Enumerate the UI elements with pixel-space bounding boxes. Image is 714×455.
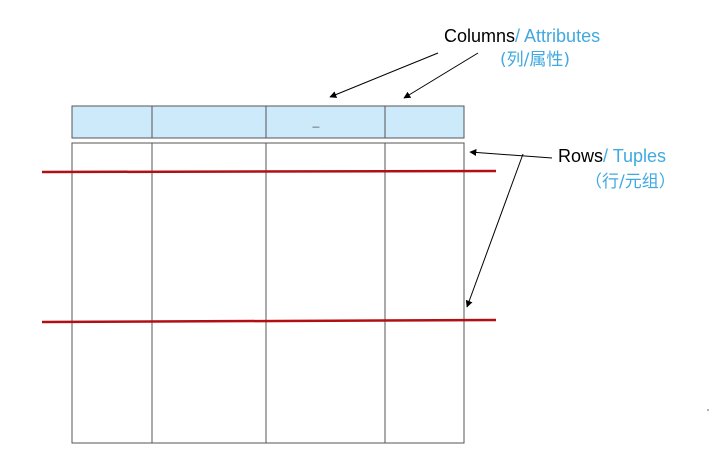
header-cell-2	[151, 105, 267, 139]
rows-label-sub: （行/元组）	[585, 172, 676, 192]
columns-arrow-2	[403, 52, 479, 99]
row-line-2	[41, 318, 497, 324]
table-body-outline	[71, 142, 465, 444]
row-line-1	[41, 169, 497, 174]
header-cell-1	[71, 105, 153, 139]
header-cell-4	[384, 105, 465, 139]
header-cell-3-text: _	[312, 114, 320, 128]
rows-label-accent: / Tuples	[603, 146, 667, 166]
rows-arrow-1	[469, 148, 553, 159]
header-cell-3	[265, 105, 386, 139]
rows-label: Rows/ Tuples	[558, 145, 666, 167]
table-body	[71, 142, 465, 444]
columns-label-sub: (列/属性)	[500, 50, 570, 70]
columns-label: Columns/ Attributes	[444, 25, 600, 47]
rows-arrow-2	[465, 153, 524, 308]
columns-label-accent: / Attributes	[515, 26, 601, 46]
columns-arrow-1	[329, 52, 439, 98]
columns-label-main: Columns	[444, 26, 516, 46]
rows-label-main: Rows	[558, 146, 604, 166]
stray-dot	[707, 409, 709, 411]
table-header: _	[71, 105, 465, 139]
